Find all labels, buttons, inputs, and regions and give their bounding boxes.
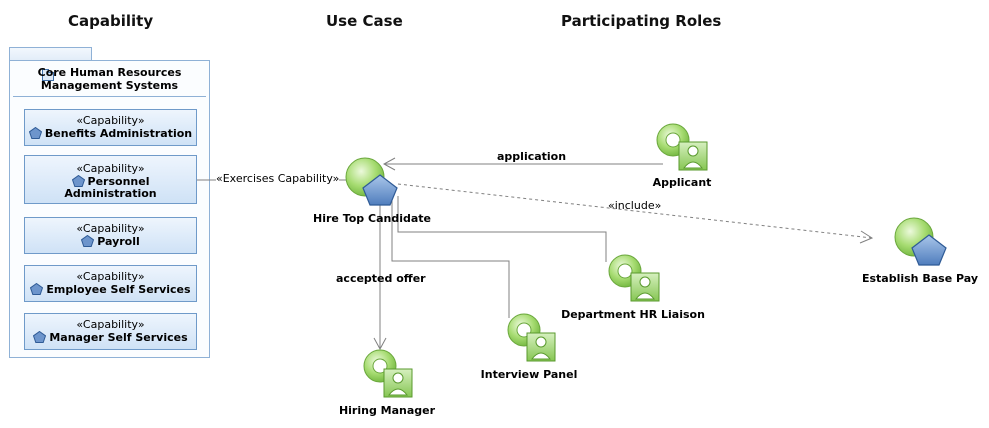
capability-stereotype: «Capability» <box>76 114 145 127</box>
capability-stereotype: «Capability» <box>76 222 145 235</box>
exercises-capability-label: «Exercises Capability» <box>216 172 340 185</box>
capability-name: Manager Self Services <box>49 331 188 344</box>
role-interview-panel-label: Interview Panel <box>480 368 578 381</box>
folder-icon <box>42 69 54 81</box>
use-case-hire-top-candidate-icon[interactable] <box>345 157 398 206</box>
capability-pentagon-icon <box>28 127 42 139</box>
package-divider <box>13 96 206 97</box>
capability-name: Employee Self Services <box>46 283 191 296</box>
use-case-establish-base-pay-label: Establish Base Pay <box>861 272 979 285</box>
capability-name: Payroll <box>97 235 140 248</box>
use-case-column-header: Use Case <box>326 12 403 30</box>
capability-pentagon-icon <box>81 235 95 247</box>
capability-name-line2: Administration <box>64 187 157 200</box>
capability-pentagon-icon <box>30 283 44 295</box>
capability-stereotype: «Capability» <box>76 162 145 175</box>
accepted-offer-label: accepted offer <box>336 272 426 285</box>
capability-pentagon-icon <box>71 175 85 187</box>
capability-employee-self-services[interactable]: «Capability» Employee Self Services <box>24 265 197 302</box>
capability-name: Benefits Administration <box>44 127 193 140</box>
package-title-line1: Core Human Resources <box>37 66 182 79</box>
package-title-line2: Management Systems <box>40 79 179 92</box>
application-connector[interactable] <box>382 157 663 171</box>
role-hiring-manager-label: Hiring Manager <box>338 404 436 417</box>
capability-payroll[interactable]: «Capability» Payroll <box>24 217 197 254</box>
accepted-offer-connector[interactable] <box>373 202 387 351</box>
role-applicant-icon[interactable] <box>656 123 708 171</box>
capability-column-header: Capability <box>68 12 154 30</box>
participating-roles-column-header: Participating Roles <box>561 12 722 30</box>
role-interview-panel-icon[interactable] <box>507 313 556 362</box>
role-department-hr-liaison-label: Department HR Liaison <box>561 308 705 321</box>
use-case-hire-top-candidate-label: Hire Top Candidate <box>313 212 431 225</box>
role-hiring-manager-icon[interactable] <box>363 349 413 398</box>
role-applicant-label: Applicant <box>652 176 712 189</box>
capability-benefits-administration[interactable]: «Capability» Benefits Administration <box>24 109 197 146</box>
include-connector[interactable] <box>397 183 874 244</box>
capability-manager-self-services[interactable]: «Capability» Manager Self Services <box>24 313 197 350</box>
capability-personnel-administration[interactable]: «Capability» Personnel Administration <box>24 155 197 204</box>
department-hr-liaison-connector[interactable] <box>397 196 607 262</box>
capability-stereotype: «Capability» <box>76 318 145 331</box>
role-department-hr-liaison-icon[interactable] <box>608 254 660 302</box>
include-label: «include» <box>608 199 662 212</box>
package-title: Core Human Resources Management Systems <box>10 66 209 92</box>
use-case-establish-base-pay-icon[interactable] <box>894 217 947 266</box>
package-tab <box>9 47 92 61</box>
capability-name-line1: Personnel <box>87 175 150 188</box>
capability-stereotype: «Capability» <box>76 270 145 283</box>
interview-panel-connector[interactable] <box>391 200 510 318</box>
application-label: application <box>497 150 567 163</box>
capability-pentagon-icon <box>33 331 47 343</box>
